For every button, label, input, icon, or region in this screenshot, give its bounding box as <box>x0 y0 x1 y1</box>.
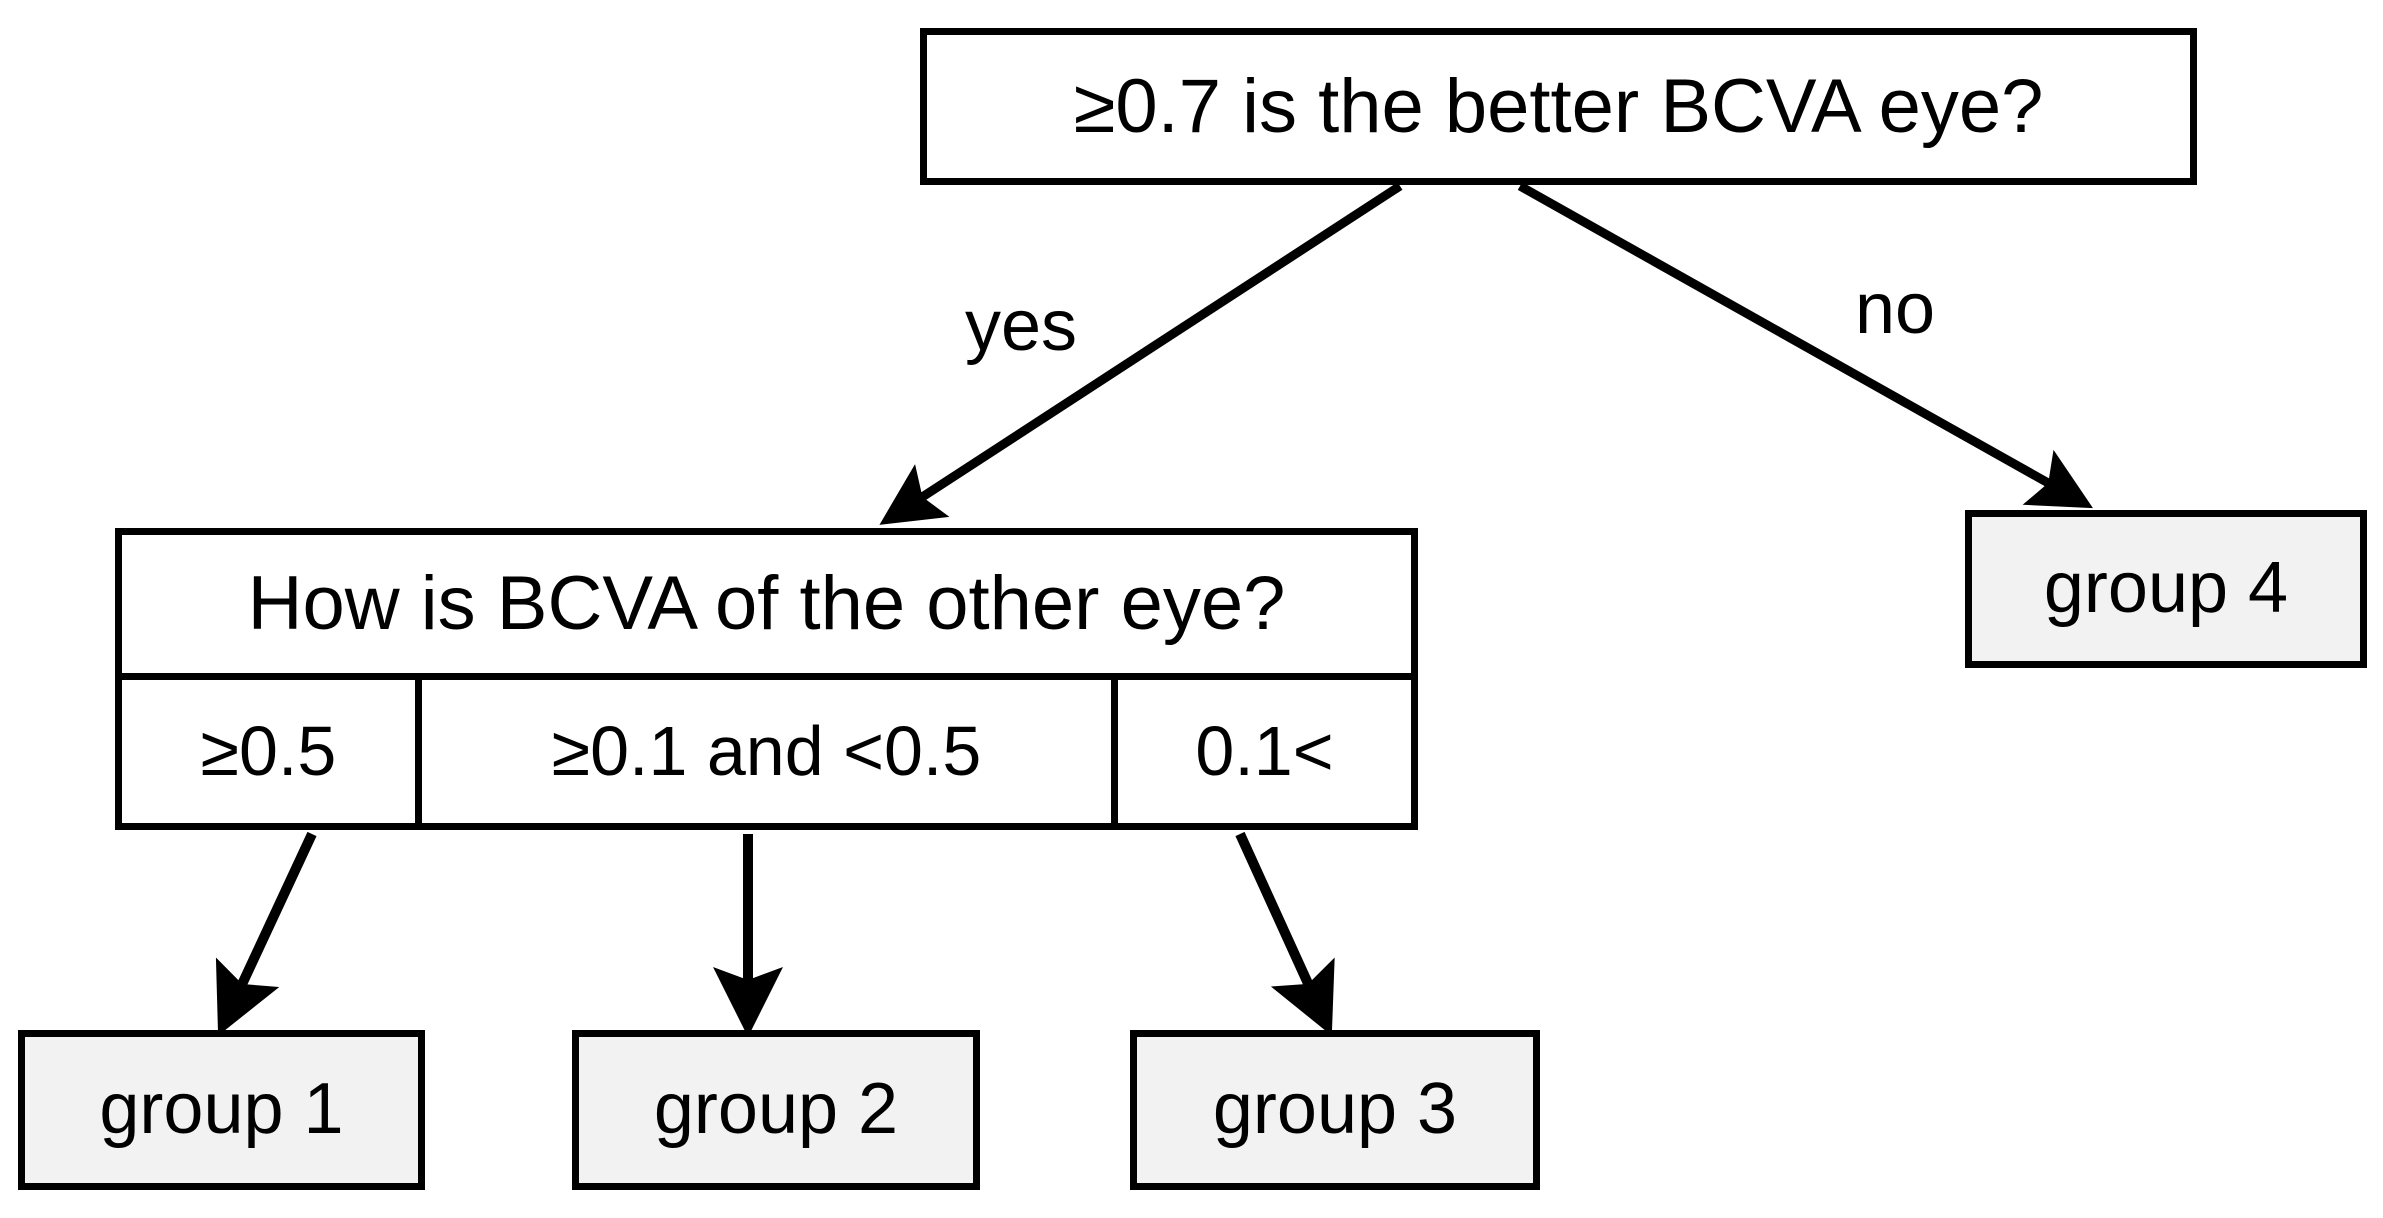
branch-decision-header: How is BCVA of the other eye? <box>122 535 1411 680</box>
leaf-node-group-3-label: group 3 <box>1212 1069 1458 1150</box>
edge-root-to-group-4 <box>1517 182 2093 509</box>
edge-label-no: no <box>1855 269 1936 349</box>
leaf-node-group-4: group 4 <box>1965 510 2367 668</box>
branch-option-ge-0-1-lt-0-5: ≥0.1 and <0.5 <box>415 680 1111 823</box>
root-decision-label: ≥0.7 is the better BCVA eye? <box>1073 63 2044 149</box>
leaf-node-group-1-label: group 1 <box>99 1069 344 1150</box>
branch-option-row: ≥0.5 ≥0.1 and <0.5 0.1< <box>122 680 1411 823</box>
leaf-node-group-2-label: group 2 <box>653 1069 899 1150</box>
branch-option-lt-0-1: 0.1< <box>1111 680 1411 823</box>
leaf-node-group-3: group 3 <box>1130 1030 1540 1190</box>
edge-label-yes: yes <box>965 286 1078 366</box>
branch-decision-node: How is BCVA of the other eye? ≥0.5 ≥0.1 … <box>115 528 1418 830</box>
leaf-node-group-4-label: group 4 <box>2043 548 2289 629</box>
root-decision-node: ≥0.7 is the better BCVA eye? <box>920 28 2197 185</box>
leaf-node-group-1: group 1 <box>18 1030 425 1190</box>
edge-option-3-to-group-3 <box>1235 831 1335 1036</box>
edge-option-1-to-group-1 <box>215 831 317 1036</box>
branch-option-ge-0-5: ≥0.5 <box>122 680 415 823</box>
leaf-node-group-2: group 2 <box>572 1030 980 1190</box>
